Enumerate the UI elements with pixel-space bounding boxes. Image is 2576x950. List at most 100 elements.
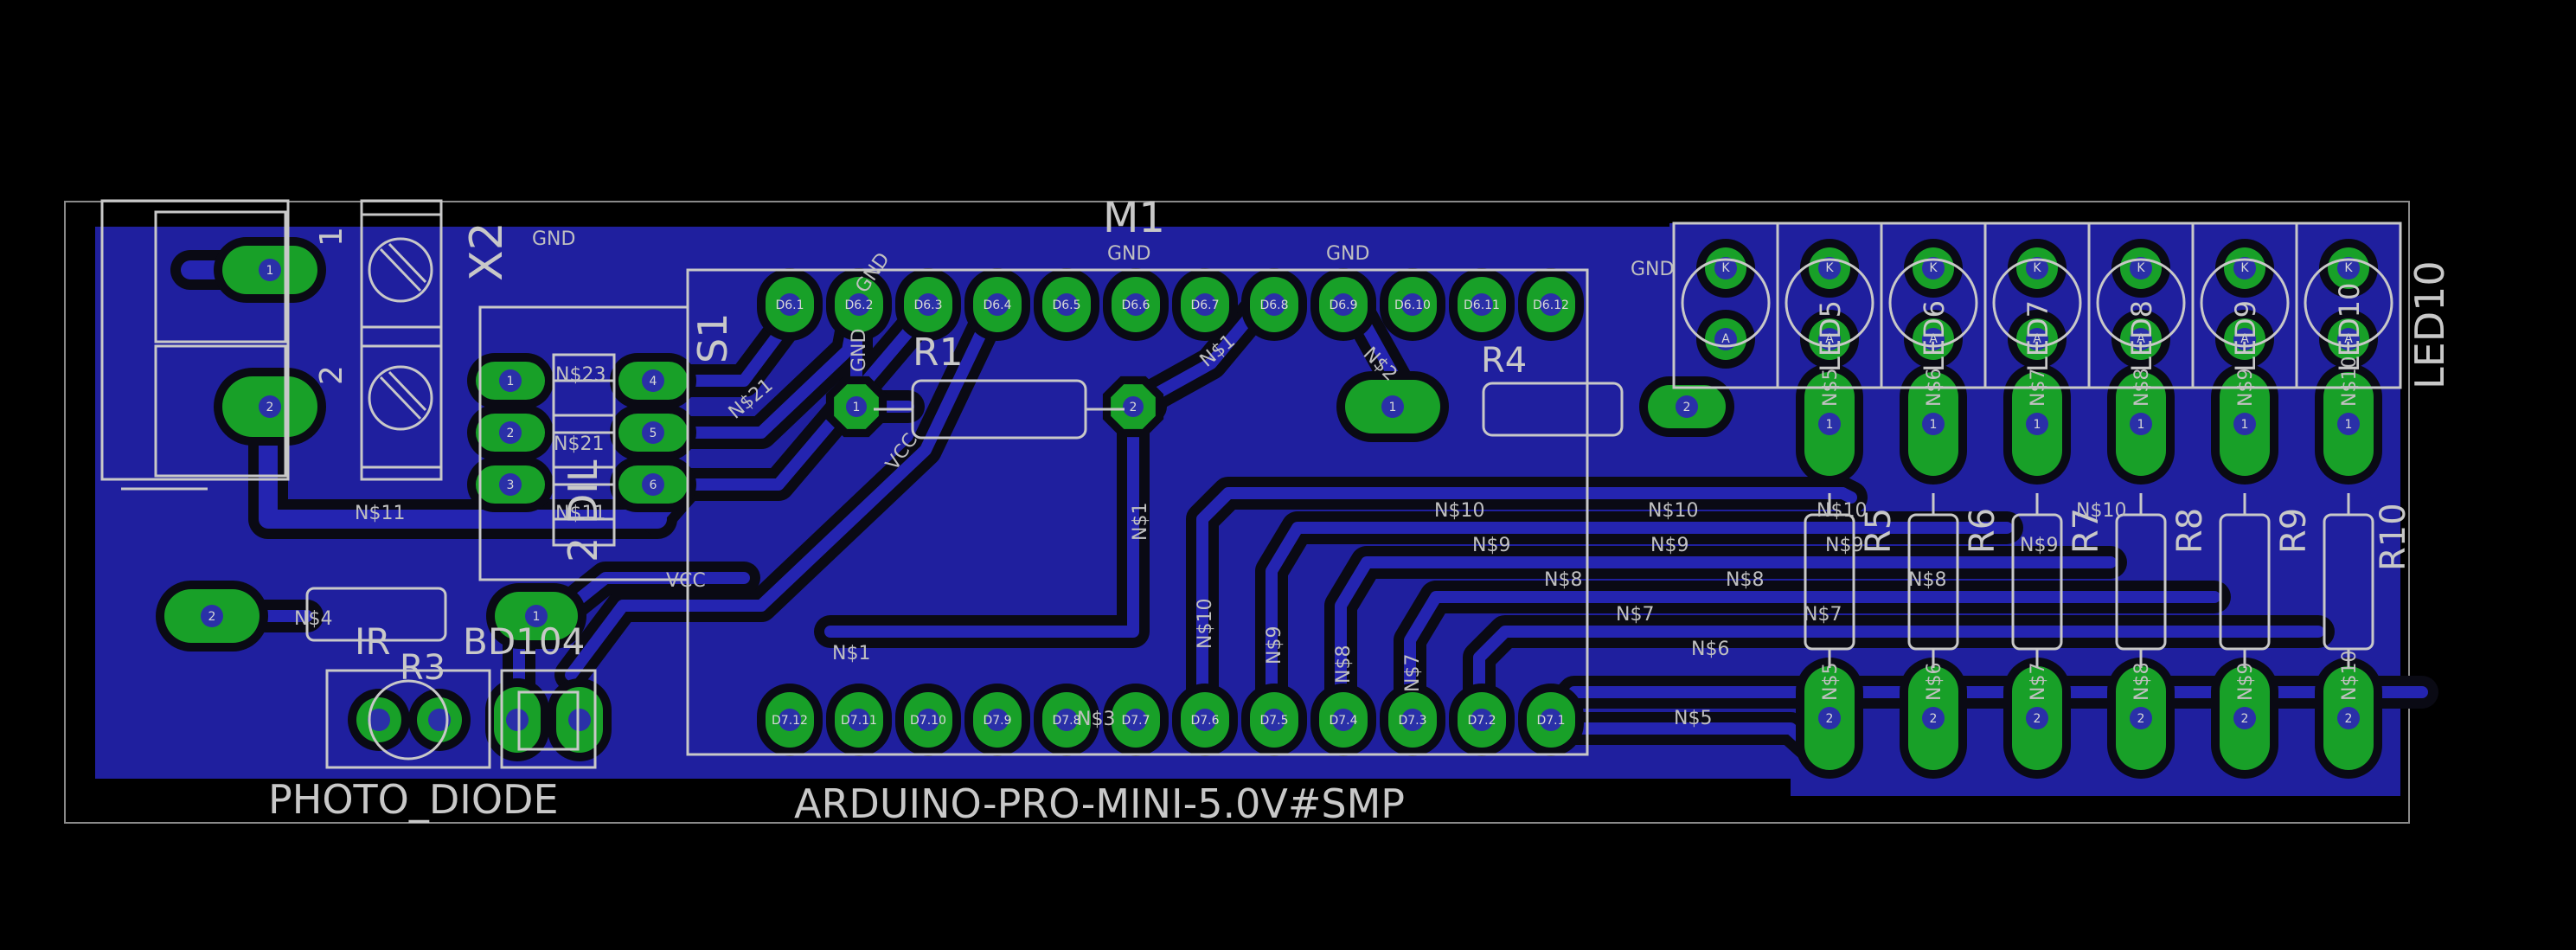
bd104-pad-1-drill [506, 709, 529, 731]
net-label-gnd-m1-a: GND [1107, 243, 1150, 265]
m1-top-pin-label: D6.6 [1121, 298, 1150, 312]
resistor-pad-bottom-number: 2 [2345, 712, 2353, 726]
led-pad-a-number: A [2344, 332, 2353, 346]
net-label-n8-a: N$8 [1544, 569, 1582, 591]
s1-pad-right-2-drill [642, 421, 664, 444]
resistor-net-label: N$8 [2131, 663, 2153, 701]
net-label-n10-e: N$10 [1195, 599, 1216, 649]
led-pad-k-drill [2337, 257, 2360, 279]
resistor-net-label: N$9 [2235, 663, 2257, 701]
s1-pad-right-2-number: 5 [650, 427, 657, 440]
r4-pad-2-number: 2 [1683, 401, 1691, 414]
resistor-pad-bottom-number: 2 [2034, 712, 2041, 726]
led-body [1992, 258, 2082, 348]
r1-pad-1-drill [846, 396, 867, 417]
net-label-n8-c: N$8 [1908, 569, 1946, 591]
m1-top-pin-label: D6.10 [1394, 298, 1431, 312]
x2-pin2-label: 2 [314, 365, 349, 385]
r1-pad-2-drill [1123, 396, 1144, 417]
led-pad-k-number: K [2344, 261, 2353, 275]
m1-bottom-pin-drill [1055, 709, 1078, 731]
net-label-n4: N$4 [294, 608, 332, 630]
m1-bottom-pin-drill [1125, 709, 1147, 731]
r3-pad-2-number: 2 [208, 610, 216, 624]
m1-bottom-pin-drill [1194, 709, 1216, 731]
m1-top-pin-drill [1332, 293, 1355, 316]
m1-bottom-pin-drill [1332, 709, 1355, 731]
led-label: LED7 [2022, 300, 2054, 372]
m1-bottom-pin-drill [1263, 709, 1285, 731]
m1-module-outline [686, 268, 1589, 756]
m1-bottom-pin-label: D7.10 [910, 714, 946, 728]
s1-pad-left-1-number: 1 [507, 375, 515, 388]
r4-pad-1-drill [1381, 395, 1404, 418]
m1-top-pin-label: D6.1 [775, 298, 804, 312]
net-label-n8-d: N$8 [1333, 645, 1355, 684]
trace [1836, 487, 1857, 504]
net-label-n7-b: N$7 [1804, 604, 1842, 626]
led-label: LED10 [2333, 283, 2366, 372]
net-label-n6: N$6 [1691, 639, 1729, 660]
net-label-n9-d: N$9 [2020, 535, 2058, 556]
resistor-net-label: N$7 [2028, 369, 2049, 407]
module-name-label: ARDUINO-PRO-MINI-5.0V#SMP [794, 780, 1405, 827]
m1-bottom-pin-drill [917, 709, 939, 731]
led-pad-k-drill [1818, 257, 1841, 279]
trace [1266, 522, 2013, 726]
m1-top-pin-drill [1194, 293, 1216, 316]
m1-top-pin-drill [1055, 293, 1078, 316]
led-body [2200, 258, 2290, 348]
net-label-n21-b: N$21 [554, 433, 604, 455]
m1-top-pin-drill [1263, 293, 1285, 316]
m1-bottom-pin-label: D7.4 [1329, 714, 1357, 728]
m1-bottom-pin-label: D7.6 [1190, 714, 1219, 728]
x2-pin1-label: 1 [314, 227, 349, 247]
led-outline [2295, 221, 2402, 389]
m1-top-pin-label: D6.9 [1329, 298, 1357, 312]
s1-pad-left-1-drill [499, 369, 522, 392]
led-pad-a-number: A [1721, 332, 1730, 346]
resistor-pad-top-drill [2233, 413, 2256, 435]
resistor-pad-bottom-drill [1818, 707, 1841, 729]
led-label: LED5 [1814, 300, 1847, 372]
s1-pad-left-3-number: 3 [507, 478, 515, 492]
net-label-n9-a: N$9 [1472, 535, 1510, 556]
m1-top-pin-label: D6.4 [983, 298, 1011, 312]
resistor-pad-bottom-drill [2337, 707, 2360, 729]
r3-pad-2-drill [201, 605, 223, 627]
m1-bottom-pin-label: D7.8 [1052, 714, 1080, 728]
m1-top-pin-label: D6.12 [1533, 298, 1569, 312]
m1-bottom-pin-drill [1401, 709, 1424, 731]
led-body [1785, 258, 1874, 348]
r3-pad-1-number: 1 [533, 610, 541, 624]
net-label-n9-e: N$9 [1264, 626, 1285, 664]
net-label-n8-b: N$8 [1726, 569, 1764, 591]
m1-top-pin-label: D6.2 [844, 298, 873, 312]
led-pad-k-number: K [1929, 261, 1938, 275]
trace [1196, 487, 1849, 726]
m1-bottom-pin-drill [986, 709, 1009, 731]
m1-top-pin-drill [1125, 293, 1147, 316]
s1-pad-right-1-drill [642, 369, 664, 392]
m1-top-pin-drill [779, 293, 801, 316]
m1-bottom-pin-label: D7.9 [983, 714, 1011, 728]
m1-bottom-pin-label: D7.5 [1259, 714, 1288, 728]
s1-pad-left-2-number: 2 [507, 427, 515, 440]
r4-label: R4 [1481, 341, 1527, 381]
m1-top-pin-label: D6.3 [913, 298, 942, 312]
led-pad-k-number: K [1825, 261, 1834, 275]
resistor-net-label: N$5 [1820, 369, 1842, 407]
r1-pad-1-number: 1 [853, 401, 861, 414]
m1-top-pin-drill [917, 293, 939, 316]
m1-bottom-pin-drill [1471, 709, 1493, 731]
resistor-net-label: N$9 [2235, 369, 2257, 407]
led-pad-a-number: A [2033, 332, 2041, 346]
m1-bottom-pin-label: D7.2 [1467, 714, 1496, 728]
trace [1404, 591, 2220, 726]
r10-label: R10 [2374, 503, 2413, 571]
r7-label: R7 [2067, 508, 2106, 554]
resistor-pad-top-number: 1 [1826, 418, 1834, 432]
m1-top-pin-drill [1401, 293, 1424, 316]
